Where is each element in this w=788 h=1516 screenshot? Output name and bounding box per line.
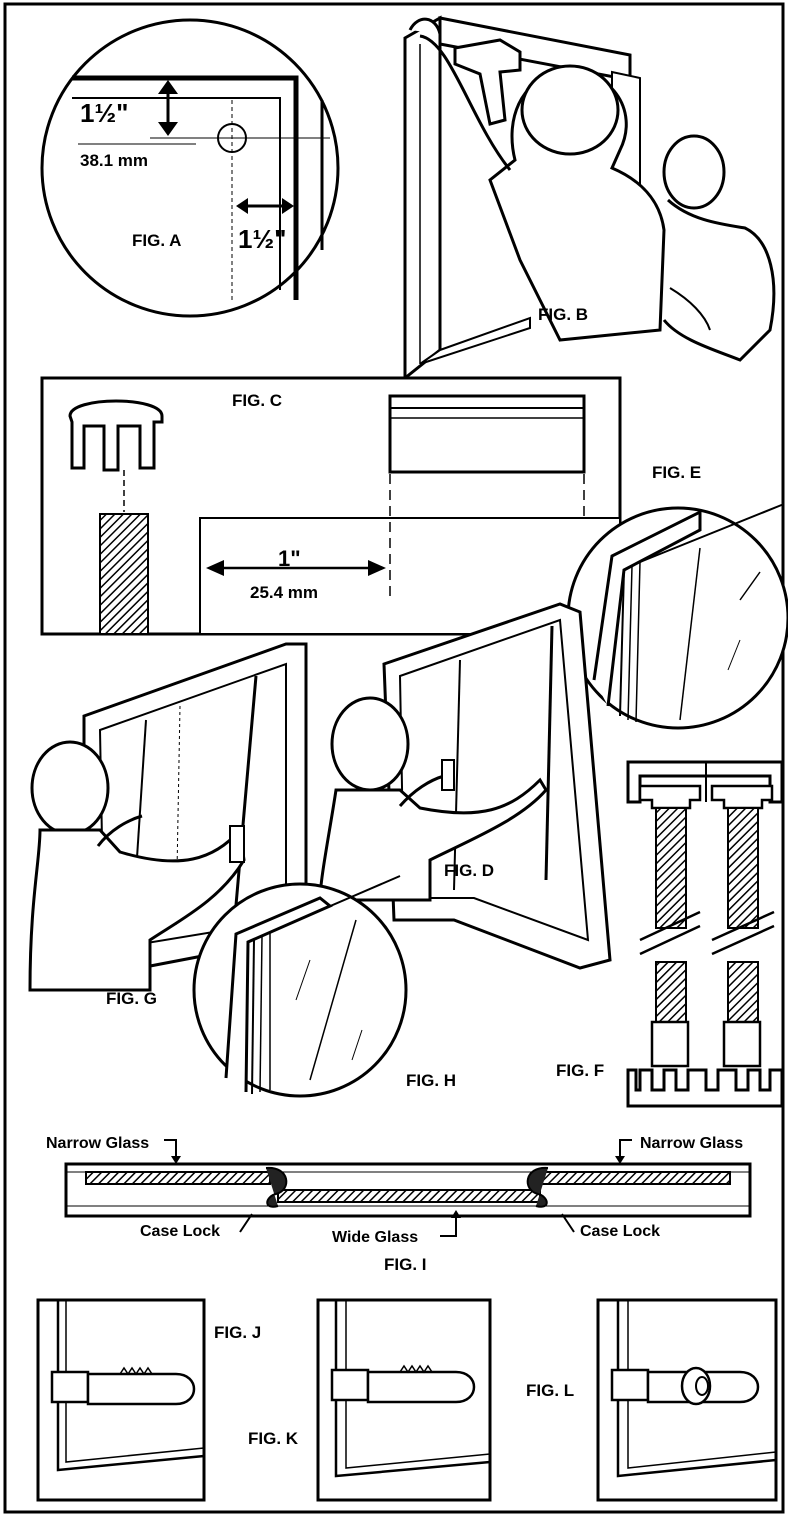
fig-a-dim-side: 1½": [238, 224, 286, 254]
fig-c-dim: 1": [278, 546, 301, 571]
fig-d-illustration: FIG. D: [318, 602, 612, 970]
narrow-glass-left-label: Narrow Glass: [46, 1135, 149, 1152]
fig-g-illustration: FIG. G: [28, 642, 308, 1008]
fig-f-diagram: FIG. F: [556, 760, 784, 1108]
wide-glass: [277, 1189, 541, 1203]
case-lock-left-label: Case Lock: [140, 1223, 220, 1240]
fig-g-label: FIG. G: [106, 989, 157, 1008]
saw-blade-icon: [86, 1372, 196, 1406]
fig-l-label: FIG. L: [526, 1381, 574, 1400]
glass-panel-left: [655, 807, 687, 929]
fig-k-panel: FIG. K: [248, 1298, 492, 1502]
fig-l-panel: FIG. L: [526, 1298, 778, 1502]
worker-g-head: [30, 740, 110, 836]
screw-hole-mark: [217, 123, 247, 153]
fig-i-diagram: Narrow Glass Narrow Glass Case Lock Wide…: [46, 1135, 752, 1274]
fig-c-label: FIG. C: [232, 391, 282, 410]
bumper-cap: [68, 399, 164, 472]
fig-a-dim-top: 1½": [80, 98, 128, 128]
fig-h-label: FIG. H: [406, 1071, 456, 1090]
case-lock-right: [526, 1166, 549, 1208]
saw-blade-icon: [366, 1370, 476, 1404]
fig-a-label: FIG. A: [132, 231, 181, 250]
fig-f-label: FIG. F: [556, 1061, 604, 1080]
wide-glass-label: Wide Glass: [332, 1229, 418, 1246]
fig-j-label: FIG. J: [214, 1323, 261, 1342]
fig-e-detail: [566, 503, 788, 730]
fig-a-frame-corner: [72, 75, 299, 300]
fig-c-diagram: FIG. C 1" 25.4 mm: [40, 376, 622, 636]
drill-icon: [453, 38, 522, 126]
fig-b-illustration: FIG. B: [403, 15, 776, 382]
fig-b-label: FIG. B: [538, 305, 588, 324]
fig-c-dim-metric: 25.4 mm: [250, 583, 318, 602]
narrow-glass-left: [85, 1171, 271, 1185]
fig-k-label: FIG. K: [248, 1429, 299, 1448]
fig-e-label: FIG. E: [652, 463, 701, 482]
narrow-glass-right-label: Narrow Glass: [640, 1135, 743, 1152]
case-lock-right-label: Case Lock: [580, 1223, 660, 1240]
narrow-glass-right: [539, 1171, 731, 1185]
fig-d-label: FIG. D: [444, 861, 494, 880]
fig-i-label: FIG. I: [384, 1255, 427, 1274]
top-track: [626, 760, 784, 804]
glass-panel-right: [727, 807, 759, 929]
page-border: [3, 2, 785, 1514]
fig-a-magnifier-circle: [40, 18, 340, 318]
glass-edge-section: [99, 513, 149, 635]
mirror-frame-left: [403, 15, 442, 382]
bottom-track: [626, 1068, 784, 1108]
fig-j-panel: FIG. J: [36, 1298, 261, 1502]
fig-a-dim-top-metric: 38.1 mm: [80, 151, 148, 170]
case-lock-left: [265, 1166, 288, 1208]
fig-a-detail: 1½" 38.1 mm FIG. A 1½": [40, 18, 340, 318]
fig-h-detail: FIG. H: [192, 875, 456, 1098]
worker-d-head: [330, 696, 410, 792]
helper-figure: [662, 134, 726, 210]
